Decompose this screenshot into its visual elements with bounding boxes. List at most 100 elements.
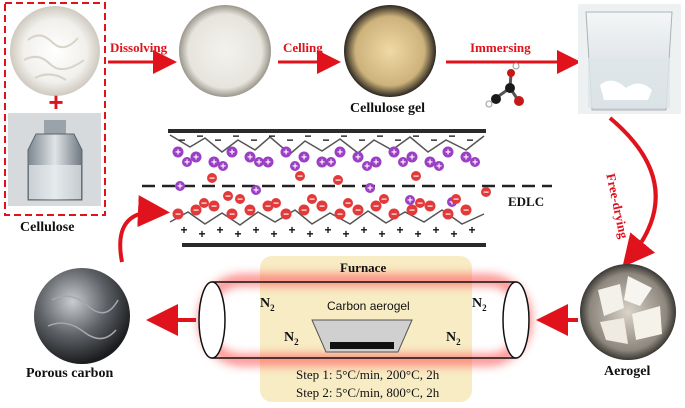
- cation: +: [434, 161, 444, 173]
- anion: −: [451, 194, 461, 206]
- anion: −: [316, 200, 328, 213]
- svg-text:−: −: [413, 172, 419, 183]
- anion: −: [334, 208, 346, 221]
- free-ions: −+−−+−+−+−+: [175, 171, 491, 209]
- anion: −: [271, 198, 281, 210]
- svg-text:−: −: [463, 206, 469, 217]
- svg-text:−: −: [209, 174, 215, 185]
- positive-charge: +: [378, 227, 385, 241]
- svg-text:+: +: [211, 158, 217, 169]
- step-immersing: Immersing: [470, 40, 531, 55]
- label-carbon-aerogel: Carbon aerogel: [327, 299, 410, 313]
- svg-text:−: −: [445, 210, 451, 221]
- svg-text:−: −: [319, 202, 325, 213]
- anion: −: [244, 204, 256, 217]
- label-furnace: Furnace: [340, 260, 387, 275]
- cellulose-gel-image: [344, 5, 436, 97]
- positive-charge: +: [342, 227, 349, 241]
- anion: −: [442, 208, 454, 221]
- svg-text:−: −: [265, 202, 271, 213]
- svg-text:+: +: [407, 196, 413, 207]
- positive-charge: +: [450, 227, 457, 241]
- svg-text:−: −: [211, 202, 217, 213]
- anion-layer-bottom: −−−−−−−−−−−−−−−−−−−−−−−−−: [172, 194, 472, 221]
- svg-text:+: +: [292, 162, 298, 173]
- svg-text:+: +: [409, 153, 415, 164]
- positive-charge: +: [180, 223, 187, 237]
- negative-charges-top: −−−−−−−−−−−−−−−−−: [178, 129, 473, 147]
- svg-text:+: +: [184, 158, 190, 169]
- negative-charge: −: [232, 129, 239, 143]
- svg-text:+: +: [436, 162, 442, 173]
- anion: −: [481, 187, 491, 199]
- negative-charge: −: [340, 129, 347, 143]
- anion: −: [235, 194, 245, 206]
- svg-text:+: +: [301, 153, 307, 164]
- svg-text:+: +: [283, 148, 289, 159]
- n2-label-2: N2: [284, 330, 299, 347]
- positive-charge: +: [198, 227, 205, 241]
- cation: +: [424, 156, 436, 169]
- svg-text:+: +: [319, 158, 325, 169]
- anion: −: [207, 173, 217, 185]
- svg-text:−: −: [309, 195, 315, 206]
- anion: −: [415, 198, 425, 210]
- cellulose-solution-dish-image: [179, 5, 271, 97]
- cation: +: [365, 183, 375, 195]
- n2-label-4: N2: [446, 330, 461, 347]
- anion: −: [262, 200, 274, 213]
- label-cellulose: Cellulose: [20, 220, 75, 235]
- anion: −: [460, 204, 472, 217]
- positive-charge: +: [360, 223, 367, 237]
- furnace-tube: [198, 281, 530, 359]
- svg-text:+: +: [355, 153, 361, 164]
- anion: −: [424, 200, 436, 213]
- anion: −: [199, 198, 209, 210]
- svg-text:−: −: [345, 199, 351, 210]
- cation: +: [298, 151, 310, 164]
- anion: −: [208, 200, 220, 213]
- cation: +: [388, 146, 400, 159]
- svg-text:+: +: [177, 182, 183, 193]
- anion: −: [223, 191, 233, 203]
- carbon-boat: [311, 319, 413, 353]
- cation: +: [290, 161, 300, 173]
- cation: +: [334, 146, 346, 159]
- cation: +: [316, 156, 328, 169]
- anion: −: [352, 204, 364, 217]
- svg-text:−: −: [409, 206, 415, 217]
- negative-charge: −: [268, 129, 275, 143]
- svg-text:+: +: [427, 158, 433, 169]
- svg-text:−: −: [355, 206, 361, 217]
- positive-charge: +: [432, 223, 439, 237]
- svg-text:−: −: [247, 206, 253, 217]
- label-edlc: EDLC: [508, 194, 545, 209]
- svg-text:−: −: [335, 176, 341, 187]
- svg-text:−: −: [381, 195, 387, 206]
- cation: +: [182, 157, 192, 169]
- cation-layer-top: ++++++++++++++++++++++++++: [172, 146, 480, 173]
- cation: +: [226, 146, 238, 159]
- aerogel-image: [580, 264, 676, 360]
- positive-charge: +: [288, 223, 295, 237]
- anion: −: [333, 175, 343, 187]
- anion: −: [370, 200, 382, 213]
- label-aerogel: Aerogel: [604, 364, 651, 379]
- positive-charge: +: [468, 223, 475, 237]
- svg-text:−: −: [483, 188, 489, 199]
- svg-text:+: +: [391, 148, 397, 159]
- cation: +: [370, 156, 382, 169]
- svg-text:+: +: [449, 198, 455, 209]
- svg-text:+: +: [193, 153, 199, 164]
- negative-charge: −: [196, 129, 203, 143]
- svg-text:+: +: [220, 162, 226, 173]
- svg-text:−: −: [391, 210, 397, 221]
- svg-text:−: −: [237, 195, 243, 206]
- svg-text:+: +: [247, 153, 253, 164]
- svg-text:−: −: [301, 206, 307, 217]
- top-electrode: [168, 129, 486, 133]
- svg-text:+: +: [265, 158, 271, 169]
- cation: +: [218, 161, 228, 173]
- cellulose-dashed-box: [4, 2, 106, 216]
